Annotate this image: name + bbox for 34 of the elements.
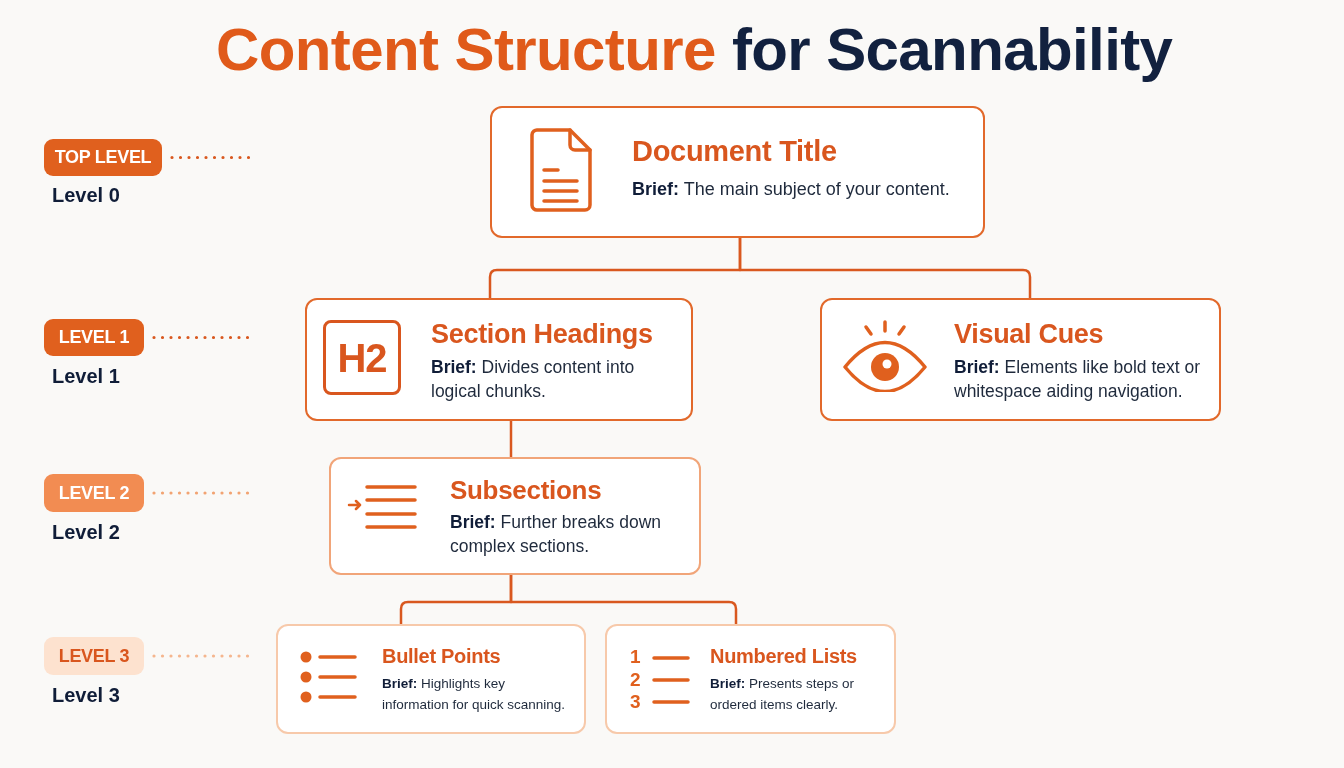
level-caption: Level 2 [52, 520, 120, 545]
card-heading: Section Headings [431, 318, 653, 351]
content-card [305, 298, 693, 421]
card-description: Brief: The main subject of your content. [632, 178, 950, 201]
content-card [490, 106, 985, 238]
card-heading: Numbered Lists [710, 644, 857, 669]
level-caption: Level 0 [52, 183, 120, 208]
card-description: Brief: Further breaks down complex sections. [450, 511, 663, 558]
connector-line [509, 575, 738, 624]
connector-line [509, 421, 513, 457]
card-description: Brief: Presents steps or ordered items clearly. [710, 675, 856, 714]
card-heading: Subsections [450, 474, 602, 506]
list-number: 3 [630, 690, 641, 714]
card-heading: Visual Cues [954, 318, 1104, 351]
diagram-title: Content Structure for Scannability [216, 15, 1173, 85]
level-caption: Level 3 [52, 683, 120, 708]
card-description: Brief: Highlights key information for quick scanning. [382, 675, 567, 714]
level-badge: LEVEL 1 [44, 319, 144, 356]
connector-line [738, 238, 1032, 298]
content-card [329, 457, 701, 575]
content-card [820, 298, 1221, 421]
list-number: 2 [630, 668, 641, 692]
level-badge: TOP LEVEL [44, 139, 162, 176]
level-badge: LEVEL 2 [44, 474, 144, 512]
card-heading: Document Title [632, 134, 837, 169]
content-card [605, 624, 896, 734]
card-heading: Bullet Points [382, 644, 501, 669]
level-caption: Level 1 [52, 364, 120, 389]
content-card [276, 624, 586, 734]
level-badge: LEVEL 3 [44, 637, 144, 675]
card-description: Brief: Divides content into logical chunks. [431, 356, 636, 403]
list-number: 1 [630, 645, 641, 669]
card-description: Brief: Elements like bold text or whitespace aiding navigation. [954, 356, 1202, 403]
heading-tag: H2 [323, 320, 401, 395]
